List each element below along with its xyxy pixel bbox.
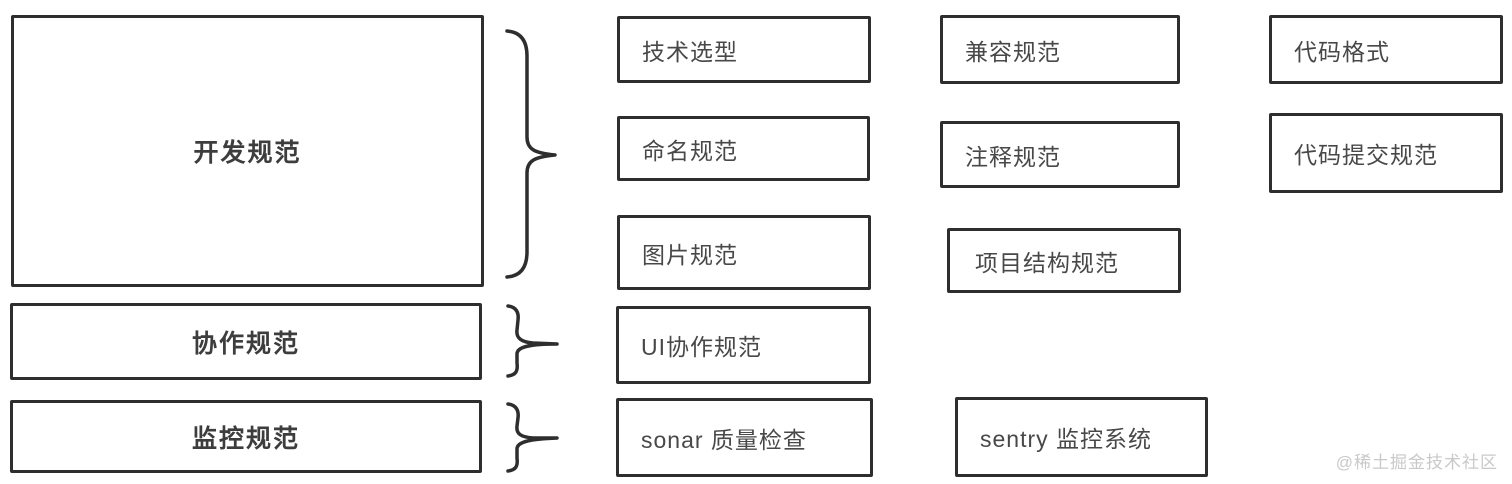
item-box-naming: 命名规范 — [617, 116, 870, 181]
item-label-comment: 注释规范 — [965, 143, 1061, 170]
item-box-compat: 兼容规范 — [940, 15, 1180, 84]
item-label-sentry: sentry 监控系统 — [980, 426, 1153, 452]
item-label-compat: 兼容规范 — [965, 38, 1061, 65]
item-label-code-format: 代码格式 — [1294, 38, 1390, 65]
item-box-sonar: sonar 质量检查 — [616, 398, 873, 477]
item-box-ui-collab: UI协作规范 — [616, 306, 871, 384]
item-label-sonar: sonar 质量检查 — [641, 426, 807, 453]
group-box-dev: 开发规范 — [11, 15, 484, 287]
item-label-naming: 命名规范 — [642, 137, 738, 164]
watermark: @稀土掘金技术社区 — [1335, 453, 1498, 472]
group-label-monitor: 监控规范 — [191, 424, 300, 453]
item-label-ui-collab: UI协作规范 — [641, 334, 762, 360]
item-label-code-commit: 代码提交规范 — [1294, 142, 1438, 168]
brace-monitor-icon — [506, 402, 559, 473]
brace-dev-icon — [505, 29, 557, 279]
item-box-code-format: 代码格式 — [1269, 15, 1503, 84]
item-box-tech-selection: 技术选型 — [617, 16, 871, 83]
item-box-image: 图片规范 — [617, 215, 871, 290]
group-box-collab: 协作规范 — [10, 303, 482, 380]
item-box-project-structure: 项目结构规范 — [947, 228, 1181, 293]
item-box-comment: 注释规范 — [940, 121, 1180, 188]
item-box-sentry: sentry 监控系统 — [955, 397, 1208, 477]
item-label-tech-selection: 技术选型 — [642, 38, 738, 65]
group-label-collab: 协作规范 — [191, 329, 300, 358]
group-label-dev: 开发规范 — [193, 139, 302, 167]
group-box-monitor: 监控规范 — [10, 400, 482, 473]
item-box-code-commit: 代码提交规范 — [1269, 113, 1503, 193]
item-label-image: 图片规范 — [642, 241, 738, 268]
brace-collab-icon — [506, 304, 559, 378]
item-label-project-structure: 项目结构规范 — [975, 249, 1119, 276]
